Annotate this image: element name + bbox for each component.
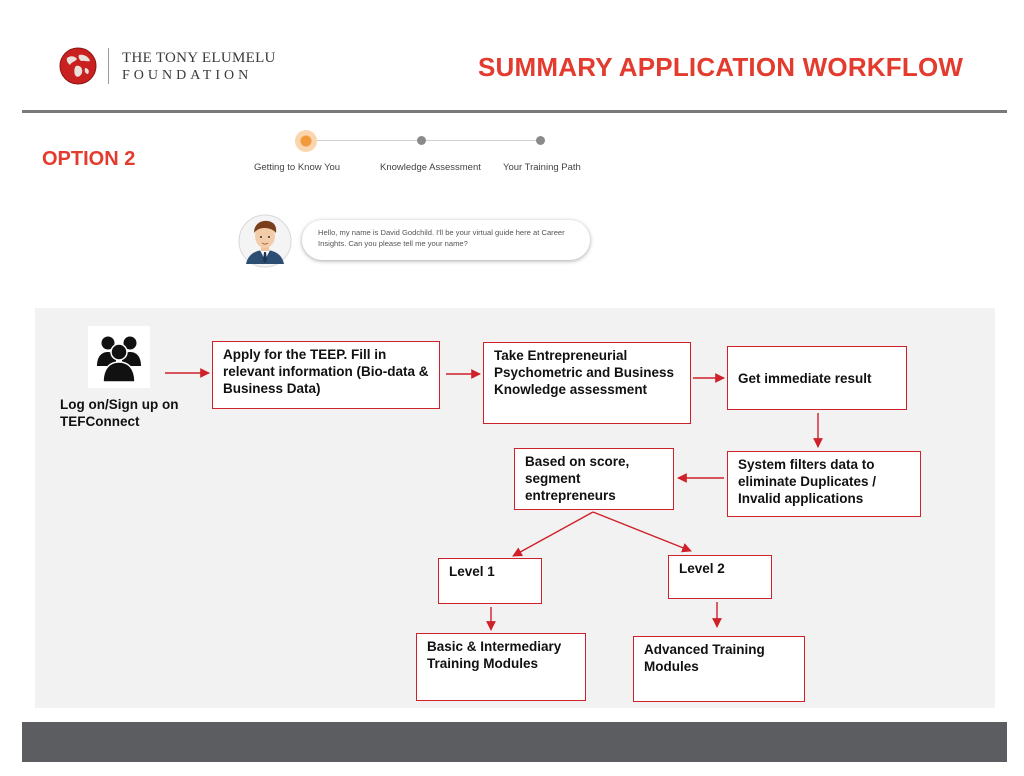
- option-label: OPTION 2: [42, 148, 136, 170]
- step-filter-text: System filters data to eliminate Duplica…: [738, 457, 877, 506]
- step-result-text: Get immediate result: [738, 371, 872, 386]
- step-assessment-text: Take Entrepreneurial Psychometric and Bu…: [494, 348, 675, 397]
- step-apply-text: Apply for the TEEP. Fill in relevant inf…: [223, 347, 429, 396]
- level-1-box: Level 1: [438, 558, 542, 604]
- org-name-line1: THE TONY ELUMELU: [122, 50, 276, 66]
- foundation-globe-logo: [59, 47, 97, 85]
- step-result-box: Get immediate result: [727, 346, 907, 410]
- guide-message-bubble: Hello, my name is David Godchild. I'll b…: [302, 220, 590, 260]
- level-2-box: Level 2: [668, 555, 772, 599]
- stepper-step-2-indicator[interactable]: [417, 136, 426, 145]
- step-assessment-box: Take Entrepreneurial Psychometric and Bu…: [483, 342, 691, 424]
- header-divider: [22, 110, 1007, 113]
- logo-divider: [108, 48, 109, 84]
- basic-modules-box: Basic & Intermediary Training Modules: [416, 633, 586, 701]
- step-segment-box: Based on score, segment entrepreneurs: [514, 448, 674, 510]
- advanced-modules-text: Advanced Training Modules: [644, 642, 765, 674]
- guide-avatar: [238, 214, 292, 268]
- users-group-icon: [88, 326, 150, 388]
- page-title: SUMMARY APPLICATION WORKFLOW: [478, 52, 964, 82]
- footer-bar: [22, 722, 1007, 762]
- stepper-connector-2: [426, 140, 536, 141]
- step-filter-box: System filters data to eliminate Duplica…: [727, 451, 921, 517]
- basic-modules-text: Basic & Intermediary Training Modules: [427, 639, 562, 671]
- step-segment-text: Based on score, segment entrepreneurs: [525, 454, 630, 503]
- start-login-label: Log on/Sign up on TEFConnect: [60, 397, 179, 429]
- stepper-step-3-label[interactable]: Your Training Path: [503, 162, 581, 173]
- level-2-text: Level 2: [679, 561, 725, 576]
- stepper-step-3-indicator[interactable]: [536, 136, 545, 145]
- guide-message-text: Hello, my name is David Godchild. I'll b…: [318, 228, 565, 248]
- step-apply-box: Apply for the TEEP. Fill in relevant inf…: [212, 341, 440, 409]
- stepper-connector-1: [317, 140, 417, 141]
- level-1-text: Level 1: [449, 564, 495, 579]
- advanced-modules-box: Advanced Training Modules: [633, 636, 805, 702]
- stepper-step-2-label[interactable]: Knowledge Assessment: [380, 162, 481, 173]
- stepper-step-1-label[interactable]: Getting to Know You: [254, 162, 341, 173]
- stepper-step-1-indicator[interactable]: [295, 130, 317, 152]
- org-name-line2: FOUNDATION: [122, 68, 253, 83]
